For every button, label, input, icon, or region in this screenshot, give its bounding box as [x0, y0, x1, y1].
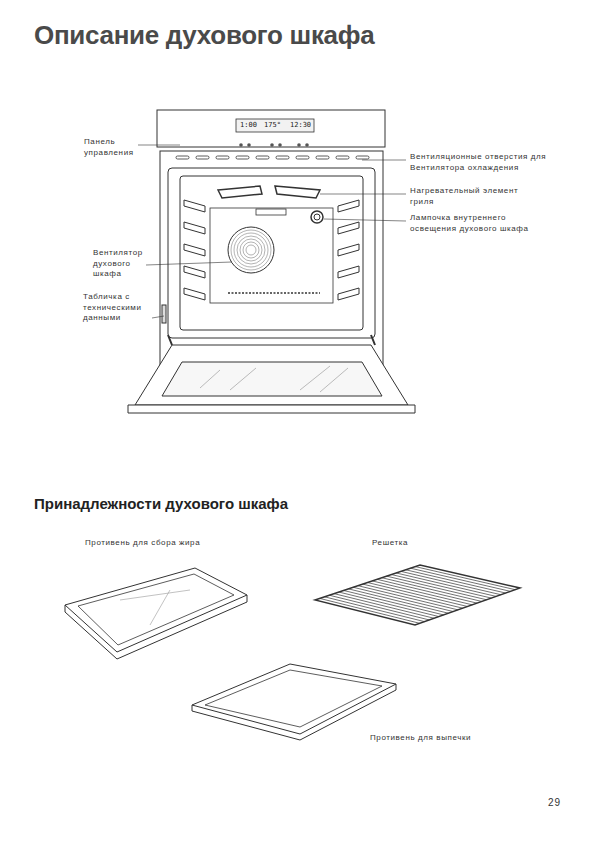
baking-tray — [192, 664, 396, 740]
accessory-label: Противень для выпечки — [370, 733, 471, 742]
fan-ring — [246, 245, 256, 255]
back-panel — [210, 208, 333, 303]
part-label: Вентилятор духового шкафа — [93, 248, 145, 280]
section-heading: Принадлежности духового шкафа — [34, 495, 288, 512]
grill-element — [218, 186, 320, 198]
vent-slot — [276, 156, 289, 159]
fan-cover — [228, 227, 274, 273]
vent-slot — [356, 156, 369, 159]
vent-slot — [196, 156, 209, 159]
shelf-wire — [410, 568, 510, 591]
fan-ring — [240, 239, 262, 261]
page-number: 29 — [548, 797, 561, 808]
cavity-frame — [168, 168, 375, 338]
rack-runner — [184, 244, 205, 256]
shelf-wire — [415, 567, 515, 590]
display-text: 1:00 — [240, 121, 257, 129]
display — [236, 119, 314, 132]
rack-runner — [184, 222, 205, 234]
vent-slot — [336, 156, 349, 159]
cavity — [180, 176, 363, 330]
buttons — [239, 143, 309, 147]
rack-runner — [338, 266, 359, 278]
accessory-label: Решетка — [372, 538, 408, 547]
part-label: Табличка с техническими данными — [83, 292, 151, 324]
fan-ring — [231, 230, 271, 270]
vent-slot — [236, 156, 249, 159]
part-label: Панель управления — [84, 137, 140, 158]
shelf-wire — [406, 570, 506, 593]
page-title: Описание духового шкафа — [34, 20, 374, 51]
part-label: Вентиляционные отверстия для Вентилятора… — [410, 152, 555, 173]
fan-grille — [231, 230, 271, 270]
rack-runner — [338, 200, 359, 212]
fan-ring — [243, 242, 259, 258]
vent-slot — [176, 156, 189, 159]
control-panel — [157, 110, 385, 147]
rack-runner — [338, 288, 359, 300]
rating-plate — [162, 305, 166, 323]
vents — [176, 156, 369, 159]
lamp-inner — [314, 214, 320, 220]
door — [135, 345, 408, 405]
rack-runner — [338, 244, 359, 256]
rack-runner — [184, 266, 205, 278]
door-edge — [128, 405, 415, 413]
rack-runner — [184, 288, 205, 300]
part-label: Лампочка внутреннего освещения духового … — [410, 213, 550, 234]
fan-ring — [234, 233, 268, 267]
drip-tray — [65, 568, 247, 659]
rack-runner — [338, 222, 359, 234]
rack-runner — [184, 200, 205, 212]
vent-slot — [216, 156, 229, 159]
display-text: 12:30 — [290, 121, 311, 129]
vent-slot — [316, 156, 329, 159]
wire-shelf — [315, 565, 520, 625]
fan-ring — [237, 236, 265, 264]
hinges — [168, 335, 375, 345]
door-glass — [162, 362, 382, 396]
lamp — [311, 211, 323, 223]
accessory-label: Противень для сбора жира — [85, 538, 200, 547]
leader-lines — [138, 145, 406, 318]
vent-slots — [228, 292, 320, 294]
vent-slot — [256, 156, 269, 159]
grill-mount — [256, 209, 286, 215]
part-label: Нагревательный элемент гриля — [410, 186, 540, 207]
vent-slot — [296, 156, 309, 159]
glass-glare — [200, 366, 348, 392]
rack-runners — [184, 200, 359, 300]
oven-body — [160, 151, 383, 366]
display-text: 175° — [264, 121, 281, 129]
